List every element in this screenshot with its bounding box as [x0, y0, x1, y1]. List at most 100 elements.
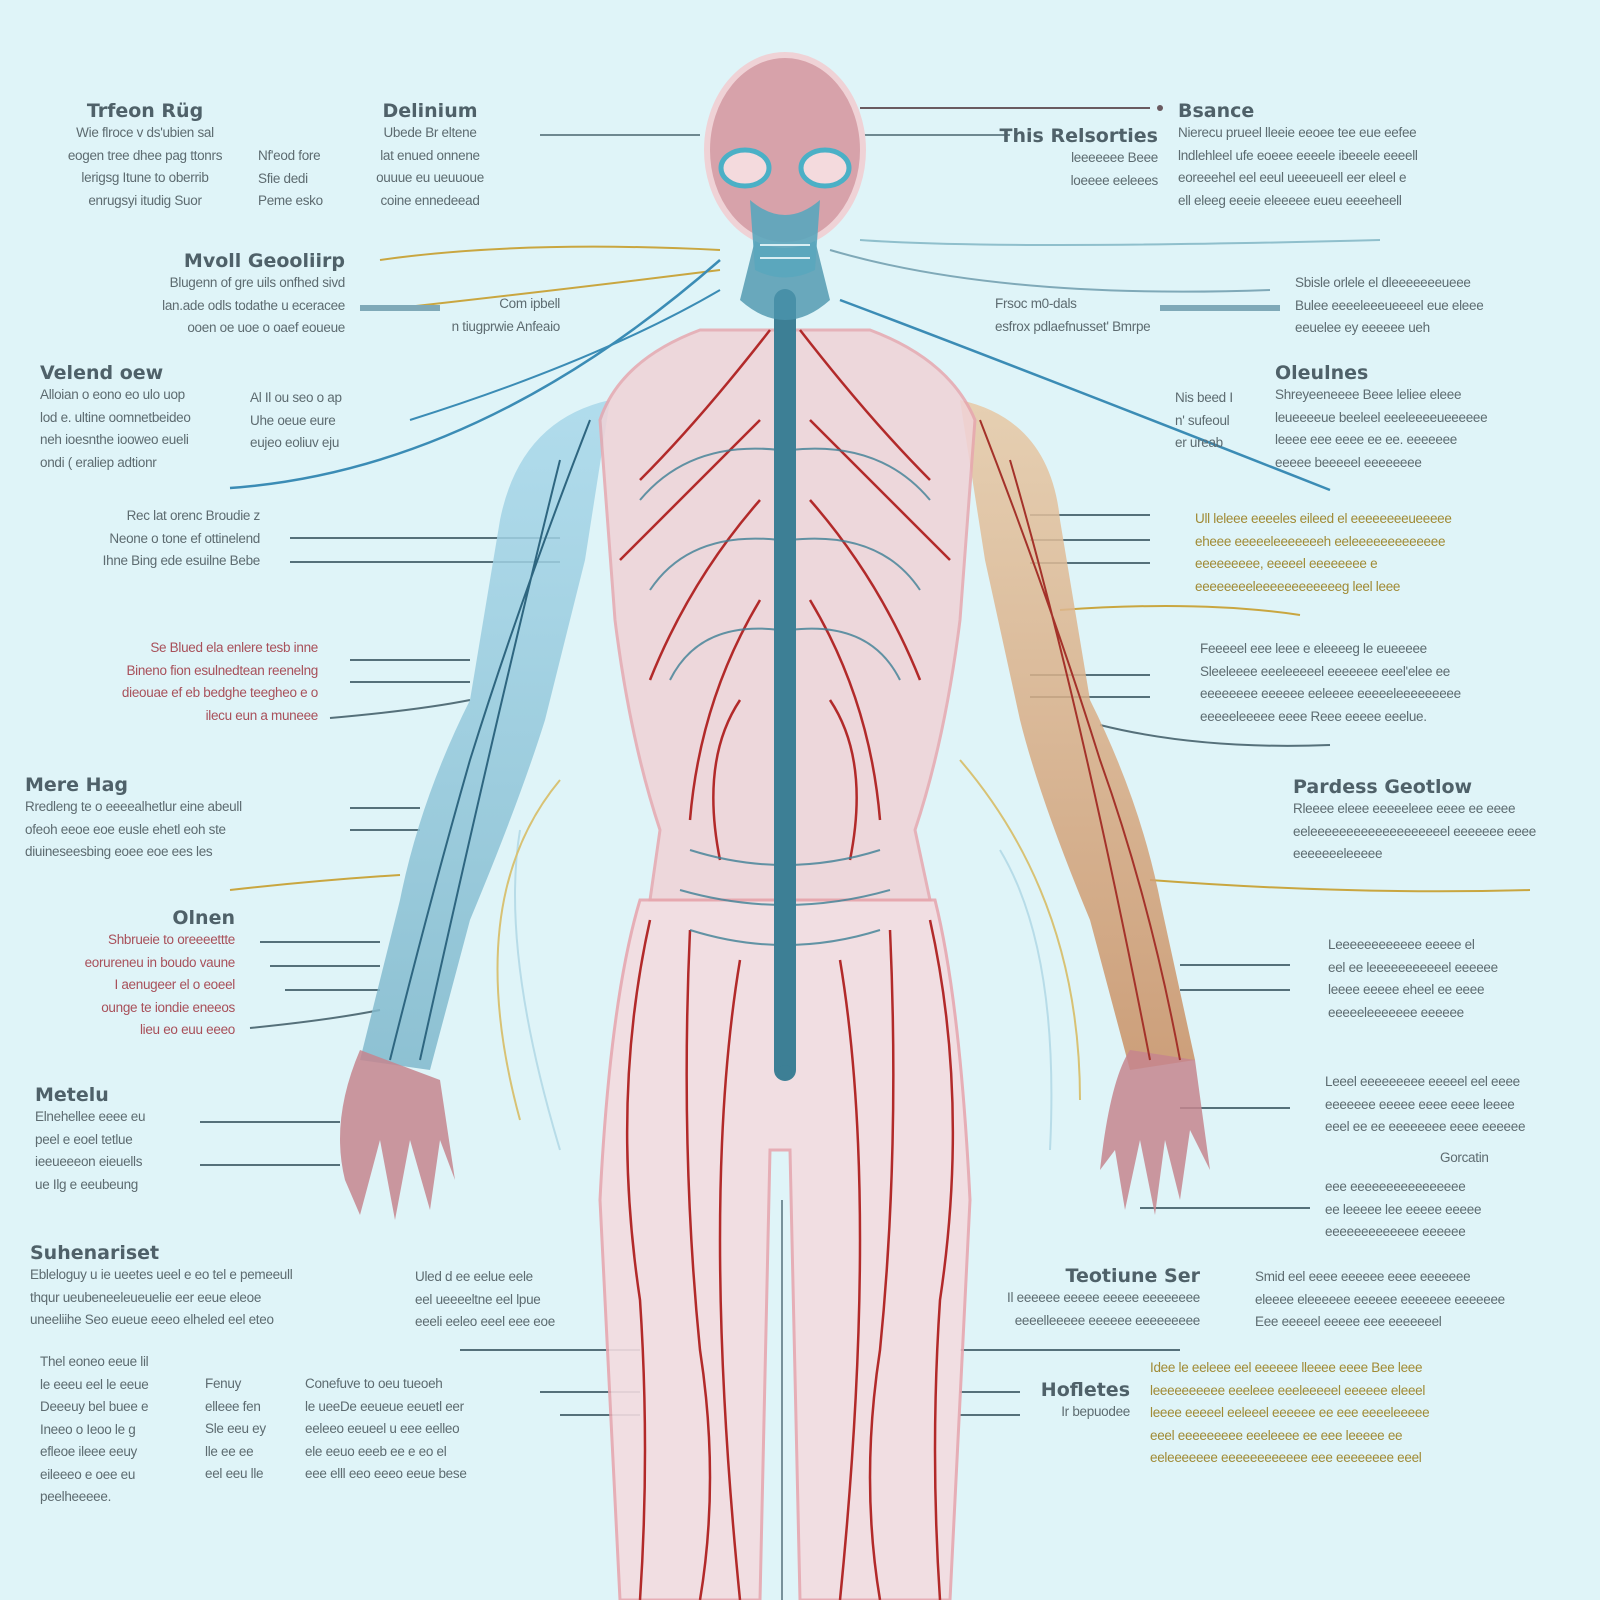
- annotation-label: Al Il ou seo o ap Uhe oeue eure eujeo eoli…: [250, 387, 342, 455]
- label-text-line: lat enued onnene: [380, 147, 480, 163]
- label-text-line: enrugsyi itudig Suor: [88, 192, 202, 208]
- label-heading: Bsance: [1178, 100, 1255, 122]
- label-text-line: lan.ade odls todathe u eceracee: [162, 297, 345, 313]
- label-heading: Metelu: [35, 1084, 109, 1106]
- label-text-line: efleoe ileee eeuy: [40, 1444, 137, 1459]
- label-text-line: Alloian o eono eo ulo uop: [40, 387, 185, 402]
- label-text-line: elleee fen: [205, 1398, 261, 1414]
- label-text-line: loeeee eeleees: [1070, 172, 1159, 188]
- label-text-line: er ureab: [1175, 435, 1223, 450]
- label-text-line: ue Ilg e eeubeung: [35, 1176, 138, 1192]
- annotation-label: Uled d ee eelue eele eel ueeeeltne eel lp…: [415, 1266, 555, 1334]
- label-text-line: dieouae ef eb bedghe teegheo e o: [121, 685, 318, 700]
- label-text-line: Frsoc m0-dals: [995, 296, 1077, 311]
- blood-vessels: [619, 329, 955, 1600]
- annotation-label: Rec lat orenc Broudie z Neone o tone ef o…: [102, 505, 261, 573]
- label-text-line: Leeel eeeeeeeee eeeeel eel eeee: [1325, 1074, 1520, 1089]
- label-heading: Olnen: [172, 907, 235, 929]
- label-text-line: esfrox pdlaefnusset' Bmrpe: [995, 318, 1151, 334]
- label-text-line: eeeeeeeeleeeeeeeeeeeeg leel leee: [1195, 578, 1401, 594]
- label-text-line: lod e. ultine oomnetbeideo: [40, 409, 191, 425]
- label-text-line: Nf'eod fore: [258, 148, 321, 163]
- label-text-line: Idee le eeleee eel eeeeee lleeee eeee Be…: [1150, 1360, 1423, 1375]
- label-text-line: Deeeuy bel buee e: [40, 1399, 149, 1414]
- label-text-line: Feeeeel eee leee e eleeeeg le eueeeee: [1200, 641, 1427, 656]
- label-heading: Mere Hag: [25, 774, 128, 796]
- annotation-label: This Relsorties leeeeeee Beee loeeee eelee…: [999, 123, 1159, 192]
- annotation-label: Frsoc m0-dals esfrox pdlaefnusset' Bmrpe: [995, 293, 1151, 338]
- label-heading: This Relsorties: [999, 125, 1158, 147]
- label-text-line: Fenuy: [205, 1376, 242, 1391]
- label-heading: Hofletes: [1040, 1379, 1130, 1401]
- label-text-line: eeeee beeeeel eeeeeeee: [1275, 454, 1422, 470]
- label-text-line: peel e eoel tetlue: [35, 1131, 133, 1147]
- label-text-line: ell eleeg eeeie eleeeee eueu eeeeheell: [1178, 192, 1402, 208]
- label-text-line: eel ueeeeltne eel lpue: [415, 1291, 541, 1307]
- label-text-line: eeleeo eeueel u eee eelleo: [305, 1421, 460, 1436]
- label-text-line: ieeueeeon eieuells: [35, 1154, 143, 1169]
- label-text-line: ondi ( eraliep adtionr: [40, 454, 157, 470]
- label-text-line: Ir bepuodee: [1061, 1404, 1130, 1419]
- spine: [774, 289, 796, 1081]
- label-text-line: eel eeu lle: [205, 1466, 264, 1481]
- label-text-line: Neone o tone ef ottinelend: [109, 530, 260, 546]
- label-text-line: Rleeee eleee eeeeeleee eeee ee eeee: [1293, 801, 1516, 816]
- label-text-line: eujeo eoliuv eju: [250, 435, 340, 450]
- label-text-line: I aenugeer el o eoeel: [114, 977, 235, 992]
- label-text-line: le eeeu eel le eeue: [40, 1376, 149, 1392]
- label-text-line: eee eeeeeeeeeeeeeeee: [1325, 1179, 1466, 1194]
- label-text-line: eogen tree dhee pag ttonrs: [67, 147, 223, 163]
- label-text-line: eeel ee ee eeeeeeee eeee eeeeee: [1325, 1119, 1526, 1134]
- label-text-line: Sleeleeee eeeleeeeel eeeeeee eeel'elee e…: [1200, 663, 1451, 679]
- label-text-line: Leeeeeeeeeeee eeeee el: [1328, 937, 1475, 952]
- label-text-line: ooen oe uoe o oaef eoueue: [187, 320, 345, 335]
- label-text-line: Al Il ou seo o ap: [250, 390, 342, 405]
- label-text-line: eileeeo e oee eu: [40, 1466, 136, 1482]
- label-text-line: eeeeeeeleeeee: [1293, 846, 1383, 861]
- label-text-line: ofeoh eeoe eoe eusle ehetl eoh ste: [25, 821, 226, 837]
- label-text-line: eleeee eleeeeee eeeeee eeeeeee eeeeeee: [1255, 1291, 1505, 1307]
- label-text-line: leeee eee eeee ee ee. eeeeeee: [1275, 432, 1457, 447]
- label-heading: Delinium: [382, 100, 478, 122]
- label-text-line: leeeeeeeeee eeeleee eeeleeeeel eeeeee el…: [1150, 1382, 1426, 1398]
- label-text-line: Uhe oeue eure: [250, 412, 336, 428]
- label-text-line: lieu eo euu eeeo: [139, 1022, 235, 1037]
- label-text-line: Smid eel eeee eeeeee eeee eeeeeee: [1255, 1269, 1471, 1284]
- label-text-line: eeel eeeeeeeee eeeleeee ee eee leeeee ee: [1150, 1427, 1403, 1443]
- label-text-line: Ubede Br eltene: [383, 125, 477, 140]
- label-text-line: eorureneu in boudo vaune: [84, 954, 236, 970]
- label-text-line: uneeliihe Seo eueue eeeo elheled eel ete…: [30, 1312, 274, 1327]
- label-text-line: Wie flroce v ds'ubien sal: [76, 125, 214, 140]
- label-text-line: lle ee ee: [205, 1443, 254, 1459]
- label-heading: Teotiune Ser: [1065, 1265, 1200, 1287]
- label-text-line: leeeeeee Beee: [1071, 150, 1158, 165]
- label-text-line: Rec lat orenc Broudie z: [126, 508, 261, 523]
- label-text-line: eheee eeeeeleeeeeeeh eeleeeeeeeeeeeee: [1195, 533, 1446, 549]
- label-text-line: Uled d ee eelue eele: [415, 1269, 533, 1284]
- label-text-line: eeeelleeeee eeeeee eeeeeeeee: [1014, 1312, 1201, 1328]
- label-text-line: n tiugprwie Anfeaio: [451, 318, 561, 334]
- label-heading: Trfeon Rüg: [86, 100, 204, 122]
- label-text-line: eeleeeeeee eeeeeeeeeeee eee eeeeeeee eee…: [1150, 1450, 1422, 1465]
- label-text-line: lndlehleel ufe eoeee eeeele ibeeele eeee…: [1178, 147, 1418, 163]
- label-text-line: eeeeeeeee, eeeeel eeeeeeee e: [1195, 556, 1378, 571]
- label-text-line: ouuue eu ueuuoue: [376, 170, 484, 185]
- label-text-line: Gorcatin: [1440, 1150, 1489, 1165]
- label-text-line: Blugenn of gre uils onfhed sivd: [169, 275, 346, 290]
- label-heading: Velend oew: [40, 362, 164, 384]
- label-text-line: Ihne Bing ede esuilne Bebe: [102, 553, 261, 568]
